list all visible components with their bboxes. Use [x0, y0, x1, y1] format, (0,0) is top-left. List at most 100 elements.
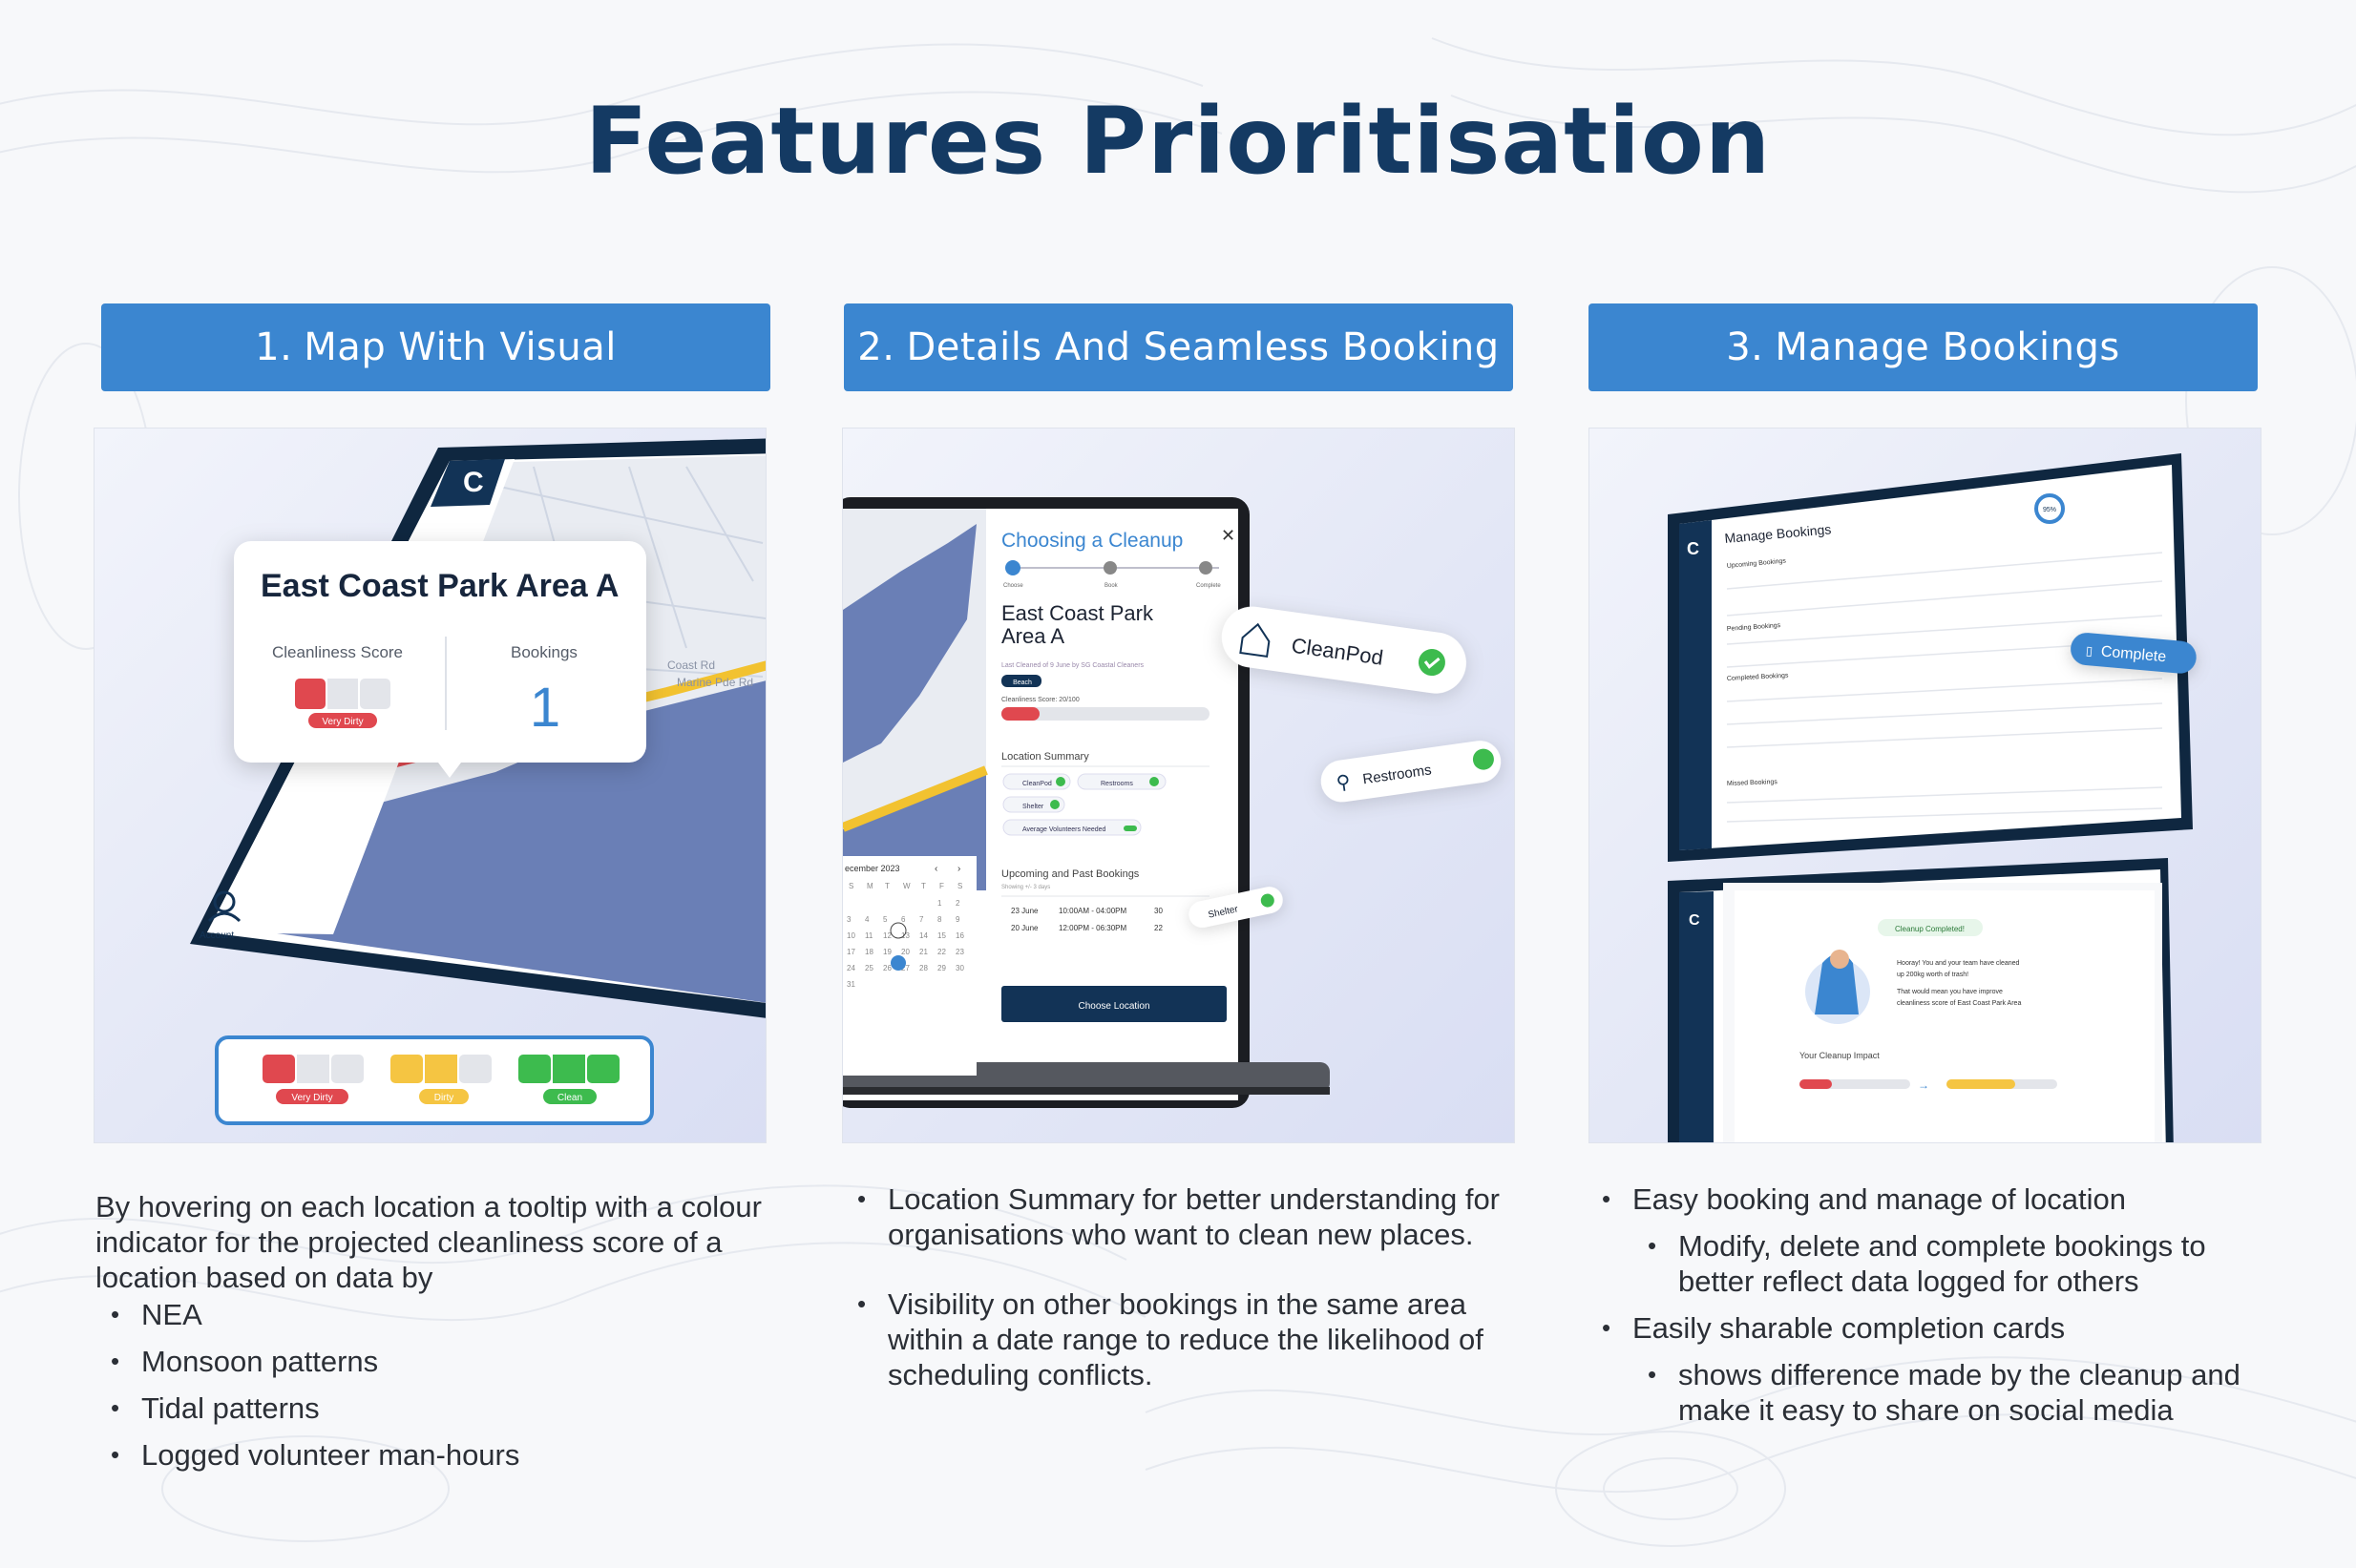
booking-count: 22: [1154, 924, 1163, 932]
choose-location-button[interactable]: Choose Location: [1001, 986, 1227, 1022]
calendar-day[interactable]: 17: [847, 948, 855, 956]
map-label: Coast Rd: [667, 659, 715, 672]
bookings-label: Bookings: [511, 643, 578, 661]
calendar-weekday: T: [885, 882, 890, 890]
bookings-range: Showing +/- 3 days: [1001, 885, 1050, 890]
calendar-day[interactable]: 2: [956, 899, 960, 908]
next-month-icon[interactable]: ›: [957, 864, 960, 874]
location-name: East Coast Park Area A: [1001, 602, 1153, 648]
calendar-day[interactable]: 31: [847, 980, 855, 989]
bullet-item: Tidal patterns: [95, 1390, 764, 1426]
location-tag: Beach: [1013, 679, 1032, 686]
column-2-title: Details And Seamless Booking: [906, 325, 1500, 369]
document-icon: ▯: [2085, 643, 2093, 659]
bullet-item: Visibility on other bookings in the same…: [842, 1286, 1510, 1392]
calendar-day[interactable]: 5: [883, 915, 888, 924]
last-cleaned: Last Cleaned of 9 June by SG Coastal Cle…: [1001, 662, 1145, 669]
calendar-day[interactable]: 21: [919, 948, 928, 956]
calendar-day[interactable]: 29: [937, 964, 946, 972]
calendar-day[interactable]: 6: [901, 915, 906, 924]
calendar-day[interactable]: 7: [919, 915, 924, 924]
step-label: Choose: [1003, 583, 1023, 589]
calendar-day[interactable]: 18: [865, 948, 873, 956]
calendar-day[interactable]: 11: [865, 931, 873, 940]
completed-text: cleanliness score of East Coast Park Are…: [1897, 1000, 2021, 1007]
calendar-day[interactable]: 15: [937, 931, 946, 940]
score-bar-segment: [327, 679, 358, 709]
section-title: Pending Bookings: [1727, 622, 1781, 633]
column-2-description: Location Summary for better understandin…: [842, 1181, 1510, 1392]
booking-date: 20 June: [1011, 924, 1039, 932]
completed-text: Hooray! You and your team have cleaned: [1897, 960, 2020, 967]
location-tooltip: East Coast Park Area A Cleanliness Score…: [234, 541, 646, 778]
calendar-day[interactable]: 28: [919, 964, 928, 972]
calendar-day[interactable]: 27: [901, 964, 910, 972]
map-label: Marine Pde Rd: [677, 676, 753, 689]
calendar-day[interactable]: 22: [937, 948, 946, 956]
prev-month-icon[interactable]: ‹: [935, 864, 937, 874]
bullet-item: Logged volunteer man-hours: [95, 1437, 764, 1473]
map-mockup-panel: C Account Marine Pde Rd Coast Rd East Co…: [94, 428, 767, 1143]
calendar-day[interactable]: 30: [956, 964, 964, 972]
close-icon[interactable]: ✕: [1221, 526, 1235, 545]
chip-shelter: Shelter: [1189, 887, 1283, 929]
column-2-header: 2. Details And Seamless Booking: [844, 303, 1513, 391]
column-3-number: 3.: [1726, 325, 1764, 369]
cleanliness-legend: Very Dirty Dirty Clean: [215, 1035, 654, 1125]
legend-label: Very Dirty: [291, 1093, 332, 1103]
progress-ring: [2034, 493, 2065, 524]
restroom-icon: ⚲: [1335, 771, 1352, 794]
calendar-day[interactable]: 10: [847, 931, 855, 940]
bookings-count: 1: [530, 677, 560, 739]
calendar-day[interactable]: 8: [937, 915, 942, 924]
calendar-day[interactable]: 19: [883, 948, 892, 956]
amenity-volunteers: Average Volunteers Needed: [1022, 826, 1106, 833]
calendar-day[interactable]: 20: [901, 948, 910, 956]
sub-bullet-item: shows difference made by the cleanup and…: [1587, 1357, 2274, 1428]
arrow-right-icon: →: [1918, 1078, 1929, 1092]
step-label: Complete: [1196, 583, 1221, 589]
amenity-cleanpod: CleanPod: [1022, 781, 1052, 787]
calendar-day[interactable]: 26: [883, 964, 892, 972]
logo-icon: C: [1689, 912, 1700, 929]
score-bar-segment: [295, 679, 326, 709]
step-label: Book: [1104, 583, 1119, 589]
calendar-month: ecember 2023: [845, 864, 900, 873]
completed-text: That would mean you have improve: [1897, 989, 2003, 995]
column-1-number: 1.: [255, 325, 293, 369]
cleanliness-text: Cleanliness Score: 20/100: [1001, 697, 1080, 703]
manage-mockup-panel: C Manage Bookings 95% Upcoming Bookings …: [1588, 428, 2261, 1143]
bookings-title: Upcoming and Past Bookings: [1001, 868, 1140, 880]
cleanliness-score-label: Cleanliness Score: [272, 643, 403, 661]
calendar-day[interactable]: 4: [865, 915, 870, 924]
column-1-description: By hovering on each location a tooltip w…: [95, 1189, 764, 1473]
complete-label: Complete: [2100, 643, 2167, 665]
section-title: Missed Bookings: [1727, 779, 1778, 787]
booking-date: 23 June: [1011, 907, 1039, 915]
calendar-day[interactable]: 3: [847, 915, 852, 924]
column-2-number: 2.: [857, 325, 895, 369]
calendar-day[interactable]: 12: [883, 931, 892, 940]
choose-location-label: Choose Location: [1078, 1001, 1149, 1012]
calendar-day[interactable]: 23: [956, 948, 964, 956]
calendar-day[interactable]: 1: [937, 899, 942, 908]
calendar-day[interactable]: 9: [956, 915, 960, 924]
calendar-weekday: M: [867, 882, 873, 890]
calendar-day[interactable]: 16: [956, 931, 964, 940]
tooltip-title: East Coast Park Area A: [261, 568, 619, 604]
calendar-day[interactable]: 24: [847, 964, 855, 972]
bullet-item: Location Summary for better understandin…: [842, 1181, 1510, 1252]
page-title: Features Prioritisation: [584, 88, 1772, 195]
completed-badge: Cleanup Completed!: [1895, 925, 1965, 933]
legend-label: Dirty: [434, 1093, 454, 1103]
chip-cleanpod: CleanPod: [1221, 606, 1466, 694]
complete-chip[interactable]: ▯ Complete: [2070, 632, 2198, 675]
calendar-day[interactable]: 14: [919, 931, 928, 940]
calendar-day[interactable]: 13: [901, 931, 910, 940]
impact-title: Your Cleanup Impact: [1799, 1051, 1880, 1060]
calendar-day[interactable]: 25: [865, 964, 873, 972]
column-1-header: 1. Map With Visual: [101, 303, 770, 391]
progress-percent: 95%: [2043, 507, 2056, 513]
bullet-item: Monsoon patterns: [95, 1344, 764, 1379]
